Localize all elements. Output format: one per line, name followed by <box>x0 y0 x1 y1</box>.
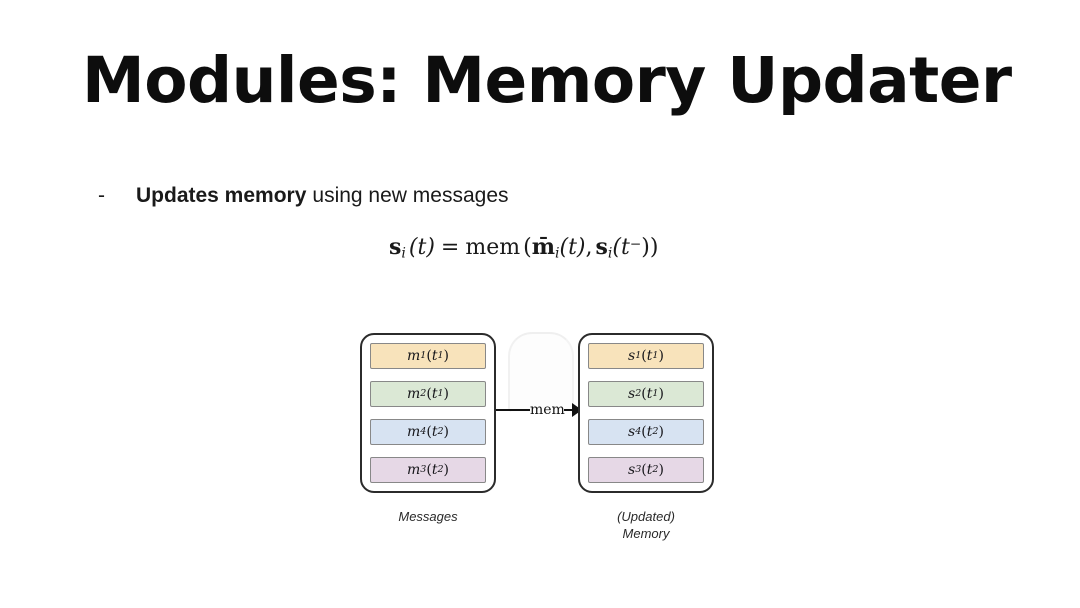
message-cell-2-paren-open: ( <box>426 386 432 402</box>
formula-lhs-var: s <box>389 234 402 260</box>
message-cell-2-arg: t <box>431 386 438 402</box>
message-cell-1-var: m <box>407 348 421 364</box>
memory-cell-3-paren-close: ) <box>658 424 664 440</box>
mem-arrow: mem <box>496 398 582 422</box>
memory-cell-4-var: s <box>628 462 636 478</box>
formula-function-name: mem <box>465 235 521 260</box>
formula-arg2-arg-close: ) <box>641 235 650 260</box>
message-cell-2-paren-close: ) <box>443 386 449 402</box>
formula-arg1-var: m̄ <box>531 234 555 260</box>
page-title: Modules: Memory Updater <box>82 44 1012 117</box>
message-cell-4-var: m <box>407 462 421 478</box>
memory-cell-4-arg: t <box>646 462 653 478</box>
formula-open-paren: ( <box>523 235 532 260</box>
memory-cell-1-var: s <box>628 348 636 364</box>
formula-arg2-arg-open: (t <box>612 235 630 260</box>
bullet-marker: - <box>98 184 105 207</box>
memory-cell-2-paren-open: ( <box>641 386 647 402</box>
memory-caption-line1: (Updated) <box>617 509 675 524</box>
formula-close-paren: ) <box>649 235 659 260</box>
memory-cell-1-paren-open: ( <box>641 348 647 364</box>
bullet-rest-text: using new messages <box>312 184 509 207</box>
formula-arg2-sub: i <box>607 245 613 262</box>
memory-cell-1-arg: t <box>646 348 653 364</box>
formula-arg1-arg: (t) <box>559 235 586 260</box>
formula-equals: = <box>440 235 460 260</box>
message-cell-3-paren-open: ( <box>426 424 432 440</box>
memory-cell-2-arg: t <box>646 386 653 402</box>
formula-comma: , <box>585 235 593 260</box>
formula-arg2-sup: − <box>629 236 642 253</box>
messages-caption: Messages <box>398 509 458 524</box>
arrow-line-left <box>496 409 530 411</box>
memory-caption: (Updated) Memory <box>578 508 714 542</box>
memory-cell-4-paren-close: ) <box>658 462 664 478</box>
arrow-head-icon <box>572 403 582 417</box>
message-cell-4-arg: t <box>431 462 438 478</box>
message-cell-3-var: m <box>407 424 421 440</box>
formula-lhs-sub: i <box>401 245 406 262</box>
memory-cell-1-paren-close: ) <box>658 348 664 364</box>
memory-cell-2-var: s <box>628 386 636 402</box>
message-cell-3-arg: t <box>431 424 438 440</box>
message-cell-3-paren-close: ) <box>443 424 449 440</box>
memory-cell-2-paren-close: ) <box>658 386 664 402</box>
memory-cell-3-paren-open: ( <box>641 424 647 440</box>
background-artifact <box>508 332 574 412</box>
formula-arg2-var: s <box>595 234 608 260</box>
formula-memory-update: si(t)=mem(m̄i(t),si(t−)) <box>389 234 659 262</box>
formula-arg1-sub: i <box>554 245 560 262</box>
arrow-line-right <box>564 409 574 411</box>
message-cell-4-paren-close: ) <box>443 462 449 478</box>
bullet-bold-text: Updates memory <box>136 184 307 207</box>
memory-cell-3-arg: t <box>646 424 653 440</box>
memory-cell-4-paren-open: ( <box>641 462 647 478</box>
memory-cell-3-var: s <box>628 424 636 440</box>
message-cell-2-var: m <box>407 386 421 402</box>
message-cell-1-paren-open: ( <box>426 348 432 364</box>
bullet-item: - Updates memory using new messages <box>98 184 509 208</box>
formula-lhs-arg: (t) <box>408 235 435 260</box>
message-cell-1-arg: t <box>431 348 438 364</box>
message-cell-4-paren-open: ( <box>426 462 432 478</box>
arrow-label: mem <box>530 402 565 418</box>
memory-caption-line2: Memory <box>622 526 670 541</box>
message-cell-1-paren-close: ) <box>443 348 449 364</box>
